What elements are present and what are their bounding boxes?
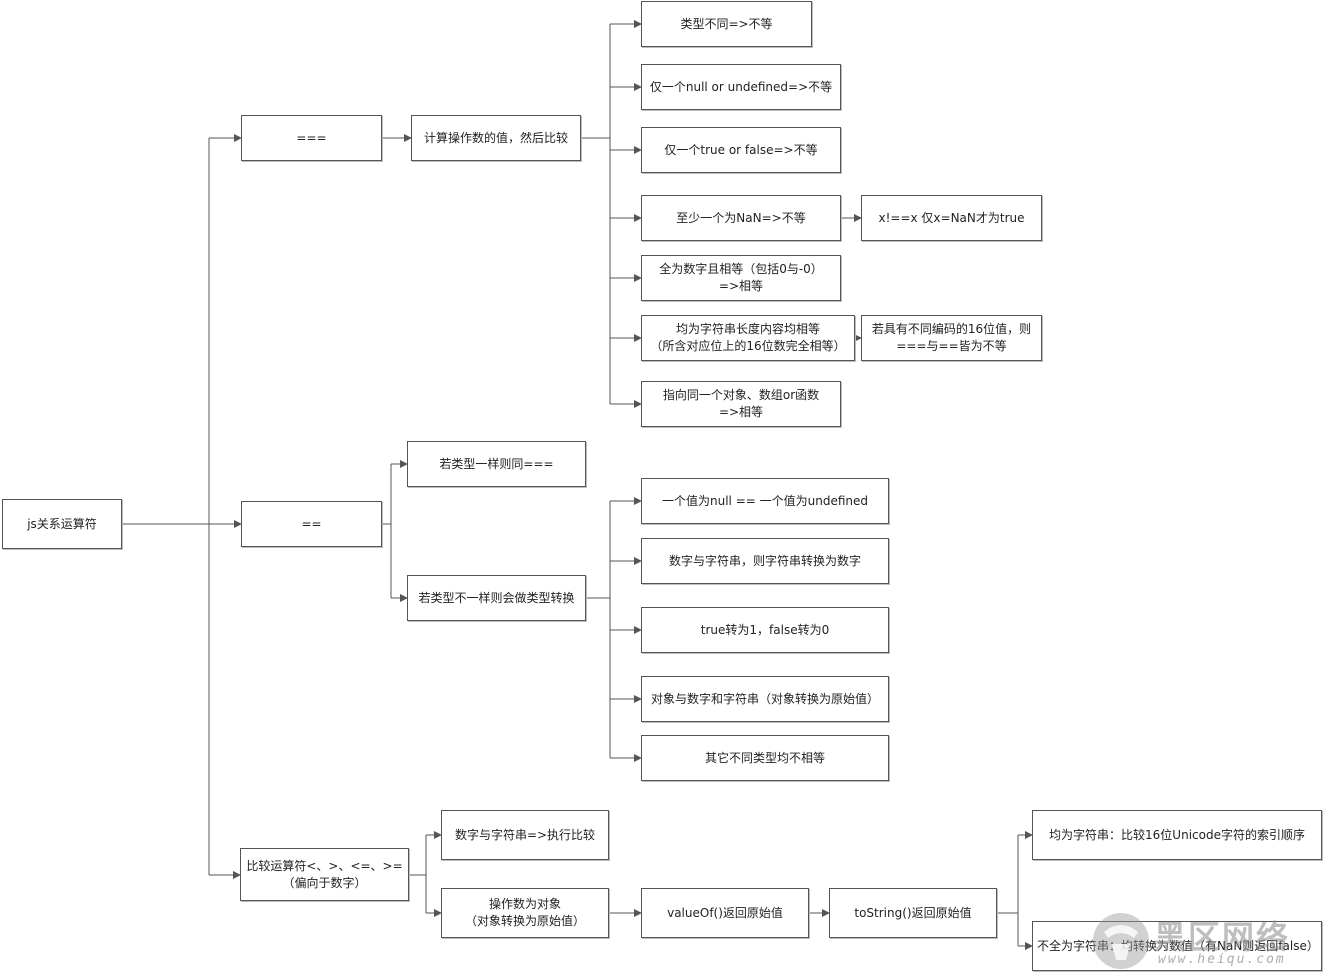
watermark-title: 黑区网络 (1154, 918, 1291, 956)
strict-rule-nan[interactable]: 至少一个为NaN=>不等 (641, 195, 841, 241)
strict-equal-node[interactable]: === (241, 115, 382, 161)
strict-rule-type-differ[interactable]: 类型不同=>不等 (641, 1, 812, 47)
loose-rule-object[interactable]: 对象与数字和字符串（对象转换为原始值） (641, 676, 889, 722)
compare-number-string[interactable]: 数字与字符串=>执行比较 (441, 810, 609, 860)
comparison-operator-node[interactable]: 比较运算符<、>、<=、>= （偏向于数字） (240, 848, 409, 901)
strict-rule-true-false[interactable]: 仅一个true or false=>不等 (641, 127, 841, 173)
compare-all-strings[interactable]: 均为字符串：比较16位Unicode字符的索引顺序 (1032, 810, 1322, 860)
compare-valueof[interactable]: valueOf()返回原始值 (641, 888, 809, 938)
loose-rule-other[interactable]: 其它不同类型均不相等 (641, 735, 889, 781)
loose-equal-node[interactable]: == (241, 501, 382, 547)
compare-tostring[interactable]: toString()返回原始值 (829, 888, 997, 938)
loose-diff-type-node[interactable]: 若类型不一样则会做类型转换 (407, 575, 586, 621)
compare-not-all-strings[interactable]: 不全为字符串：均转换为数值（有NaN则返回false） (1032, 921, 1322, 971)
strict-rule-null-undefined[interactable]: 仅一个null or undefined=>不等 (641, 64, 841, 110)
watermark-url: www.heiqu.com (1158, 952, 1286, 967)
strict-rule-nan-note[interactable]: x!==x 仅x=NaN才为true (861, 195, 1042, 241)
strict-rule-strings-equal[interactable]: 均为字符串长度内容均相等 （所含对应位上的16位数完全相等） (641, 315, 855, 361)
loose-rule-number-string[interactable]: 数字与字符串，则字符串转换为数字 (641, 538, 889, 584)
strict-compute-node[interactable]: 计算操作数的值，然后比较 (411, 115, 581, 161)
root-node[interactable]: js关系运算符 (2, 499, 122, 549)
watermark-logo-icon (1093, 913, 1149, 969)
compare-object-operand[interactable]: 操作数为对象 （对象转换为原始值） (441, 888, 609, 938)
strict-rule-same-object[interactable]: 指向同一个对象、数组or函数 =>相等 (641, 381, 841, 427)
loose-rule-null-undefined[interactable]: 一个值为null == 一个值为undefined (641, 478, 889, 524)
strict-rule-strings-note[interactable]: 若具有不同编码的16位值，则 ===与==皆为不等 (861, 315, 1042, 361)
loose-same-type-node[interactable]: 若类型一样则同=== (407, 441, 586, 487)
watermark: 黑区网络 www.heiqu.com (1090, 908, 1322, 974)
strict-rule-numbers-equal[interactable]: 全为数字且相等（包括0与-0） =>相等 (641, 255, 841, 301)
loose-rule-boolean[interactable]: true转为1，false转为0 (641, 607, 889, 653)
